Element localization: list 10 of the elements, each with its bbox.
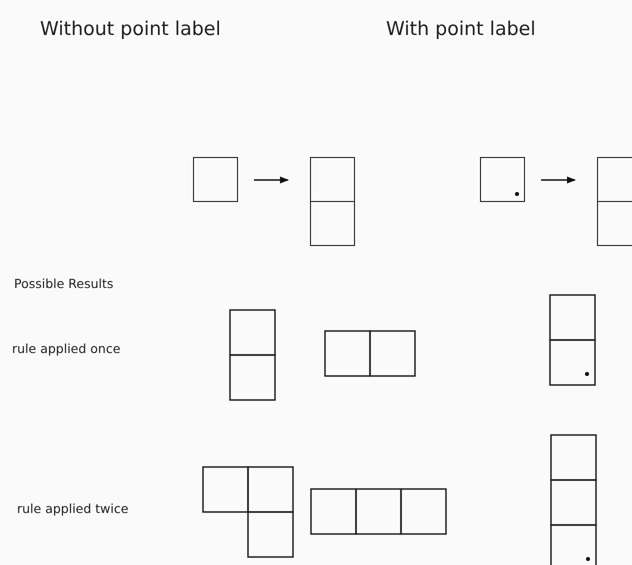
square-shape — [480, 157, 525, 202]
square-shape — [193, 157, 238, 202]
square-shape — [310, 157, 355, 246]
row-label: rule applied once — [12, 341, 120, 356]
column-heading: With point label — [386, 18, 536, 40]
row-label: Possible Results — [14, 276, 114, 291]
arrow — [541, 176, 576, 184]
column-heading: Without point label — [40, 18, 221, 40]
row-label: rule applied twice — [17, 501, 128, 516]
arrow — [254, 176, 289, 184]
